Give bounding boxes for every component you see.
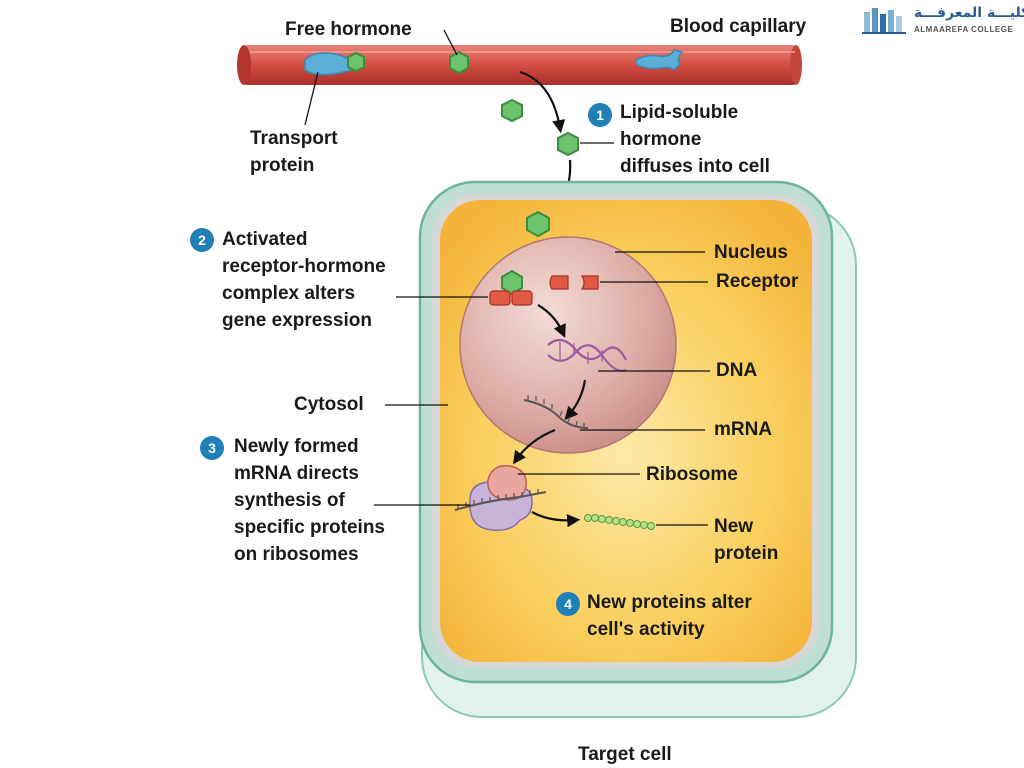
college-logo-english: ALMAAREFA COLLEGE	[914, 25, 1014, 34]
receptor-hormone-complex-icon	[489, 269, 533, 306]
hormone-in-cytosol-icon	[526, 210, 550, 238]
blood-capillary	[237, 45, 802, 85]
receptor-label: Receptor	[716, 271, 799, 292]
new-protein-icon	[584, 514, 655, 530]
transport-protein-icon	[304, 51, 365, 76]
nucleus-label: Nucleus	[714, 242, 788, 263]
college-logo: كليـــة المعرفـــة ALMAAREFA COLLEGE	[862, 4, 1024, 40]
step-2-badge: 2	[190, 228, 214, 252]
step-4-label: New proteins alter cell's activity	[587, 592, 752, 640]
receptor-icon	[549, 275, 599, 290]
empty-transport-protein-icon	[635, 49, 684, 72]
diffusing-hormone-icon	[501, 98, 579, 157]
free-hormone-label: Free hormone	[285, 19, 412, 40]
dna-label: DNA	[716, 360, 758, 381]
mrna-label: mRNA	[714, 419, 773, 440]
ribosome-label: Ribosome	[646, 464, 738, 485]
step-3-label: Newly formed mRNA directs synthesis of s…	[234, 436, 385, 565]
step-4-badge: 4	[556, 592, 580, 616]
target-cell-label: Target cell	[578, 744, 672, 765]
cytosol-label: Cytosol	[294, 394, 364, 415]
college-logo-arabic: كليـــة المعرفـــة	[914, 5, 1024, 21]
step-1-label: Lipid-soluble hormone diffuses into cell	[620, 102, 770, 177]
step-2-label: Activated receptor-hormone complex alter…	[222, 229, 386, 331]
step-3-badge: 3	[200, 436, 224, 460]
hormone-icon	[449, 50, 469, 75]
blood-capillary-label: Blood capillary	[670, 16, 807, 37]
new-protein-label: New protein	[714, 516, 779, 564]
ribosome-icon	[454, 465, 547, 532]
transport-protein-label: Transport protein	[250, 128, 338, 176]
step-1-badge: 1	[588, 103, 612, 127]
college-logo-icon	[862, 8, 906, 34]
dna-icon	[547, 338, 627, 372]
mrna-icon	[523, 395, 589, 429]
